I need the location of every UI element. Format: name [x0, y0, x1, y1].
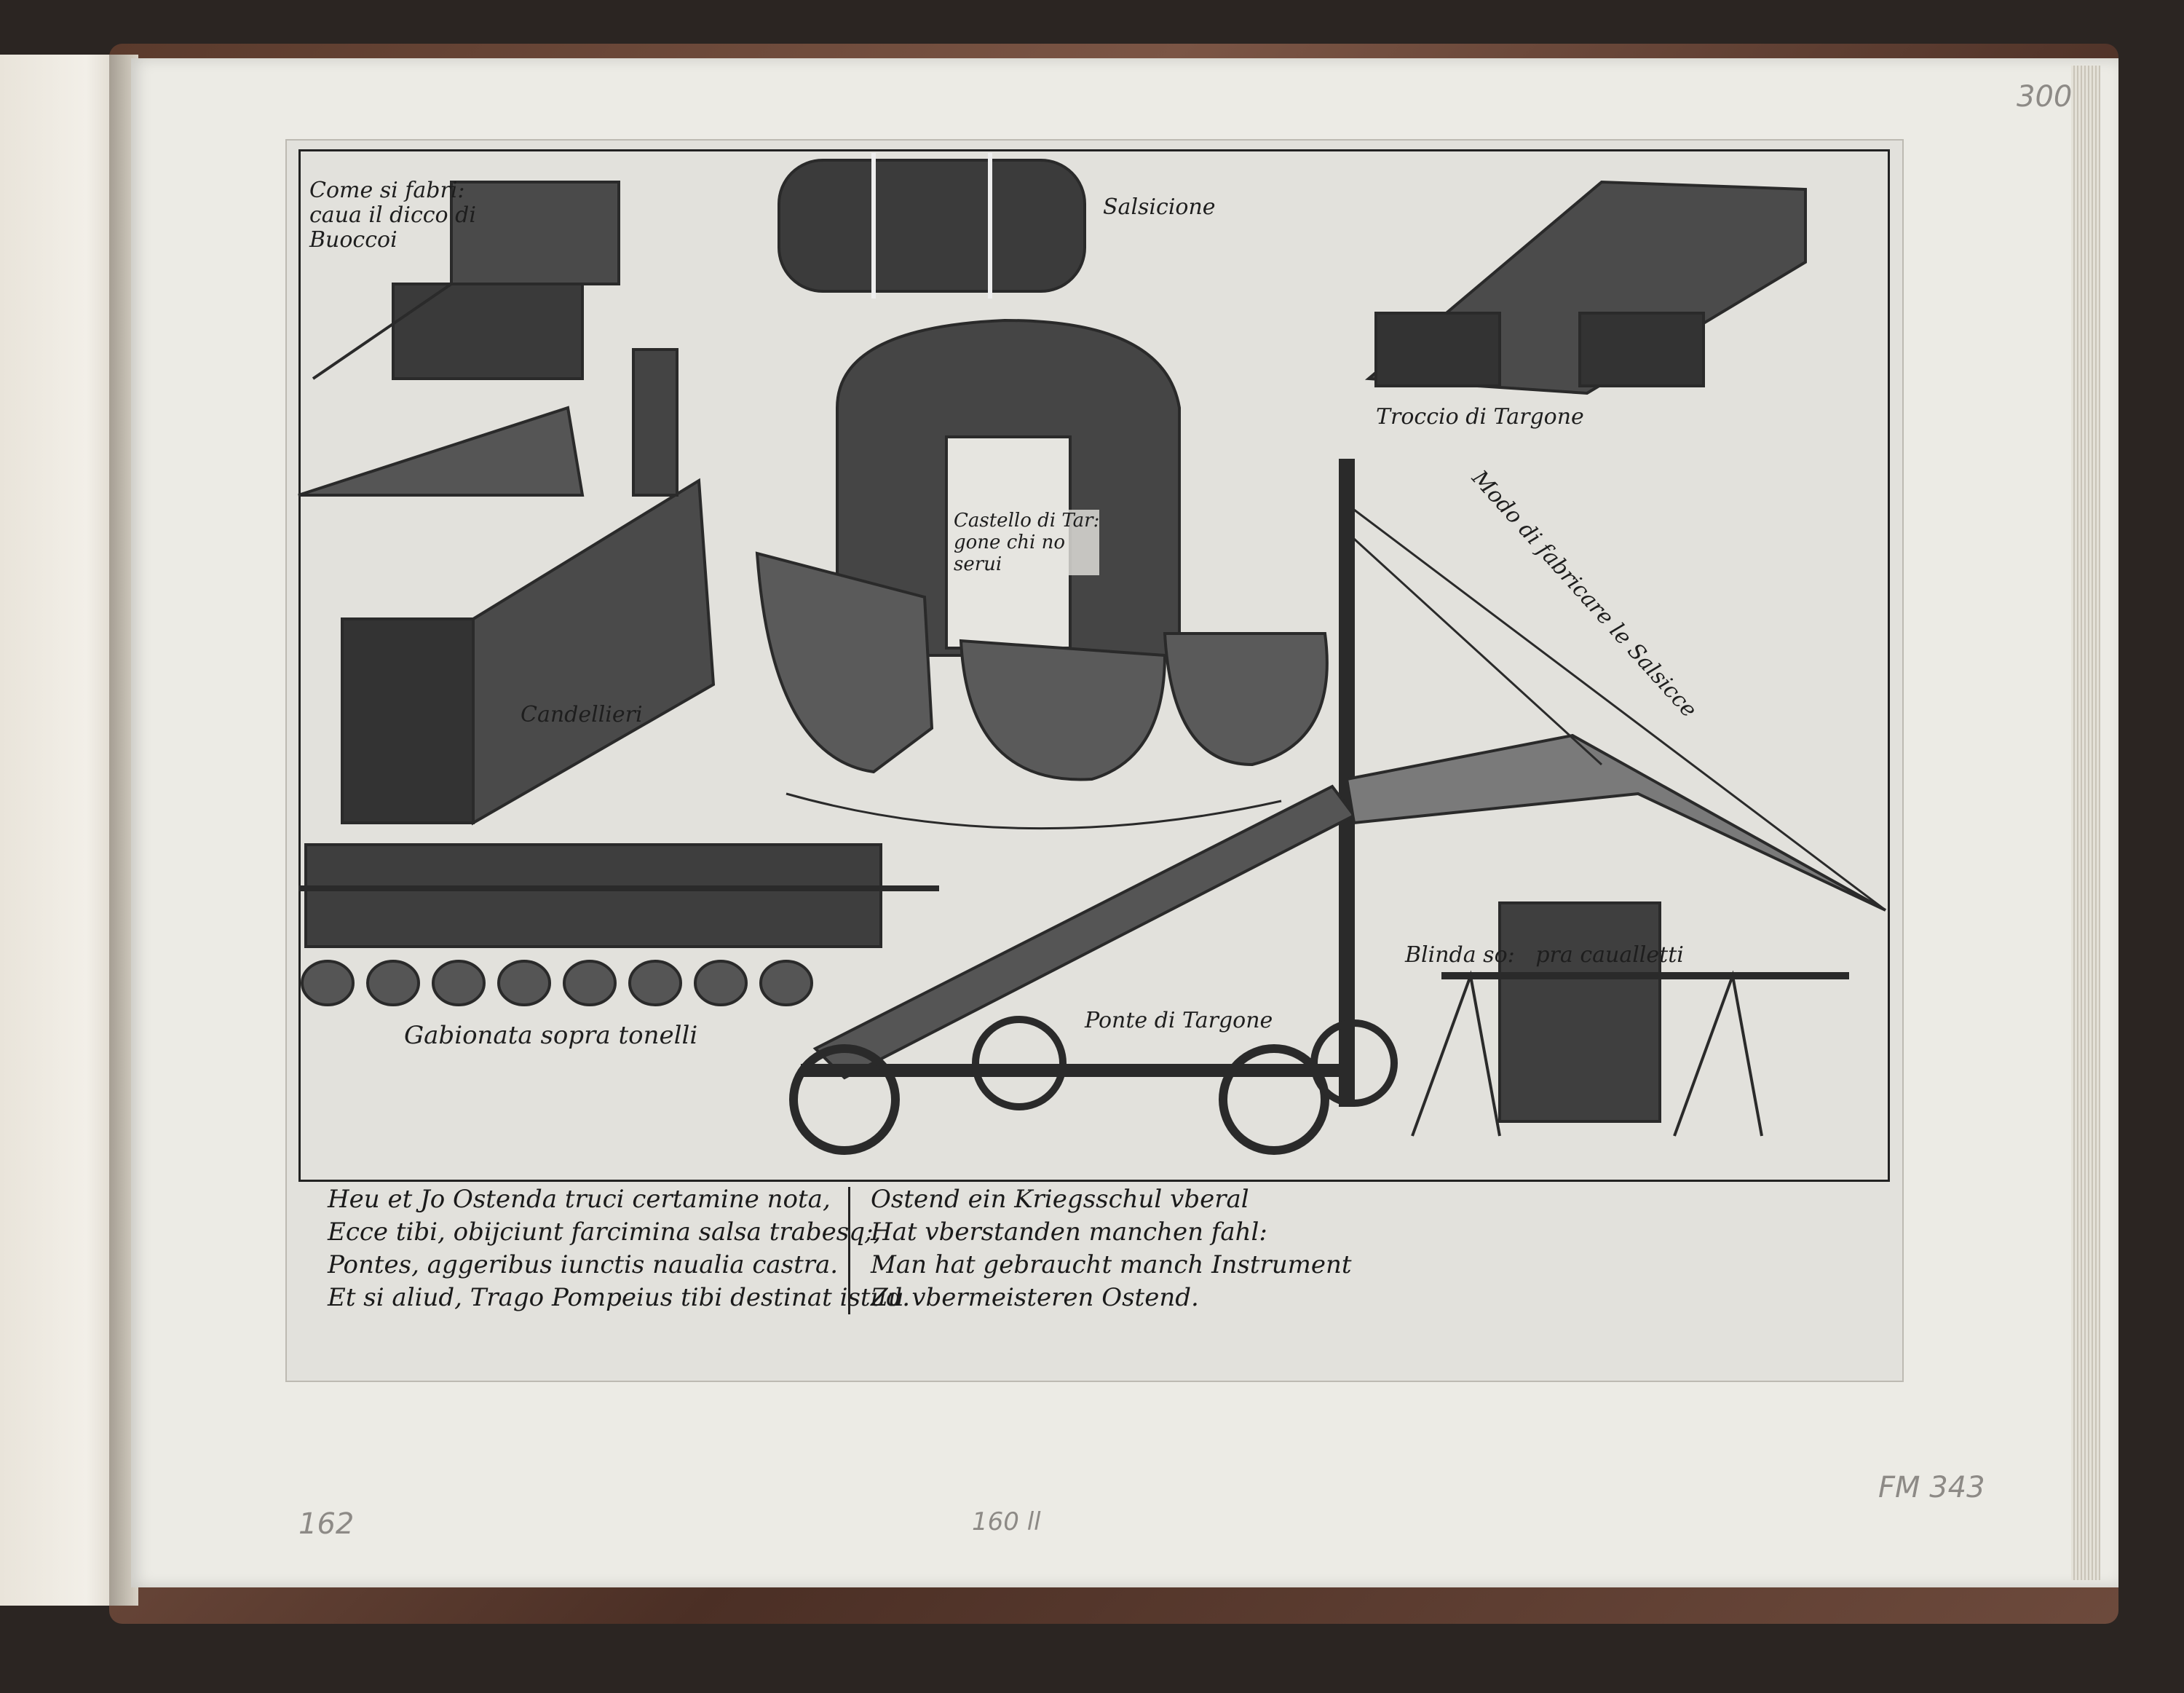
label-candellieri: Candellieri	[521, 702, 643, 727]
gabionata-drawing	[298, 843, 939, 1006]
verse-line: Et si aliud, Trago Pompeius tibi destina…	[328, 1283, 911, 1312]
candellieri-drawing	[341, 348, 716, 826]
label-blinda: Blinda so: pra caualletti	[1405, 942, 1684, 968]
german-verse: Ostend ein Kriegsschul vberal Hat vberst…	[871, 1183, 1352, 1314]
pencil-mark-left: 162	[298, 1507, 355, 1541]
verse-line: Man hat gebraucht manch Instrument	[871, 1250, 1352, 1279]
inventory-number: FM 343	[1878, 1471, 1985, 1504]
label-line: gone chi no	[954, 532, 1065, 553]
label-castello: Castello di Tar: gone chi no serui	[954, 510, 1100, 575]
verse-line: Hat vberstanden manchen fahl:	[871, 1218, 1267, 1247]
folio-number: 300	[2017, 80, 2073, 114]
label-troccio: Troccio di Targone	[1376, 404, 1584, 430]
label-line: Buoccoi	[309, 227, 397, 253]
left-page	[0, 55, 124, 1606]
verse-divider	[848, 1187, 850, 1314]
engraving-frame	[298, 149, 1890, 1182]
latin-verse: Heu et Jo Ostenda truci certamine nota, …	[328, 1183, 910, 1314]
verse-line: Ostend ein Kriegsschul vberal	[871, 1185, 1249, 1214]
label-gabionata: Gabionata sopra tonelli	[404, 1021, 698, 1050]
label-ponte: Ponte di Targone	[1085, 1008, 1273, 1033]
pencil-mark-center: 160 ll	[972, 1507, 1041, 1536]
label-line: serui	[954, 553, 1002, 575]
label-line: Castello di Tar:	[954, 510, 1100, 532]
label-line: caua il dicco di	[309, 202, 476, 228]
ponte-drawing	[789, 459, 1886, 1155]
verse-line: Pontes, aggeribus iunctis naualia castra…	[328, 1250, 839, 1279]
verse-line: Heu et Jo Ostenda truci certamine nota,	[328, 1185, 831, 1214]
salsicione-drawing	[778, 153, 1086, 299]
verse-line: Ecce tibi, obijciunt farcimina salsa tra…	[328, 1218, 882, 1247]
label-salsicione: Salsicione	[1103, 194, 1216, 220]
blinda-drawing	[1411, 901, 1849, 1137]
page-edges	[2071, 66, 2100, 1580]
verse-line: Zu vbermeisteren Ostend.	[871, 1283, 1199, 1312]
dike-construction-drawing	[298, 181, 620, 497]
label-line: Come si fabri:	[309, 178, 465, 203]
troccio-drawing	[1364, 180, 1807, 395]
label-come-si-fabricaua: Come si fabri: caua il dicco di Buoccoi	[309, 178, 476, 253]
